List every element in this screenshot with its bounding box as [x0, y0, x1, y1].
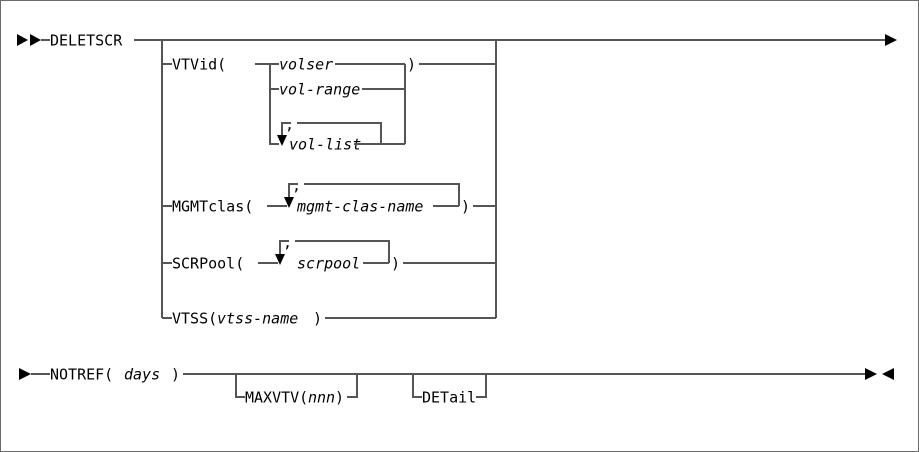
rail-vollist-loop-top: [297, 122, 382, 144]
keyword-vtss: VTSS(: [172, 310, 217, 328]
keyword-mgmtclas: MGMTclas(: [172, 198, 253, 216]
line1-end-arrow-icon: [885, 34, 897, 46]
close-paren-mgmtclas: ): [461, 198, 470, 216]
rail-maxvtv-in: [235, 374, 245, 398]
separator-comma-scrpool: ,: [283, 234, 292, 252]
separator-comma-mgmtclas: ,: [292, 177, 301, 195]
scrpool-loop-arrow-icon: [275, 254, 285, 265]
param-mgmt-clas-name: mgmt-clas-name: [296, 198, 423, 216]
rail-vollist-in: [269, 120, 279, 145]
rail-maxvtv-out: [347, 374, 358, 398]
close-paren-maxvtv: ): [335, 389, 344, 407]
keyword-vtvid: VTVid(: [172, 56, 226, 74]
mgmtclas-loop-arrow-icon: [284, 197, 294, 208]
vollist-loop-arrow-icon: [277, 135, 287, 146]
rail-detail-in: [412, 374, 422, 398]
keyword-maxvtv: MAXVTV(: [245, 389, 308, 407]
rail-scrpool-loop-top: [295, 240, 390, 263]
rail-mgmtclas-loop-top: [304, 183, 460, 206]
close-paren-vtss: ): [313, 310, 322, 328]
close-paren-scrpool: ): [391, 255, 400, 273]
keyword-detail: DETail: [422, 389, 476, 407]
param-vtss-name: vtss-name: [217, 310, 298, 328]
keyword-notref: NOTREF(: [50, 366, 113, 384]
param-volser: volser: [279, 56, 333, 74]
param-scrpool: scrpool: [297, 255, 360, 273]
param-vol-list: vol-list: [289, 136, 361, 154]
rail-detail-out: [476, 374, 487, 398]
param-days: days: [124, 366, 160, 384]
close-paren-vtvid: ): [407, 56, 416, 74]
param-nnn: nnn: [308, 389, 335, 407]
line2-end-terminator-icon: [865, 368, 894, 380]
separator-comma-vollist: ,: [285, 116, 294, 134]
start-terminator-icon: [17, 34, 41, 46]
command-deletscr: DELETSCR: [50, 32, 123, 50]
param-vol-range: vol-range: [279, 81, 360, 99]
line2-start-arrow-icon: [19, 368, 31, 380]
keyword-scrpool: SCRPool(: [172, 255, 244, 273]
close-paren-notref: ): [171, 366, 180, 384]
